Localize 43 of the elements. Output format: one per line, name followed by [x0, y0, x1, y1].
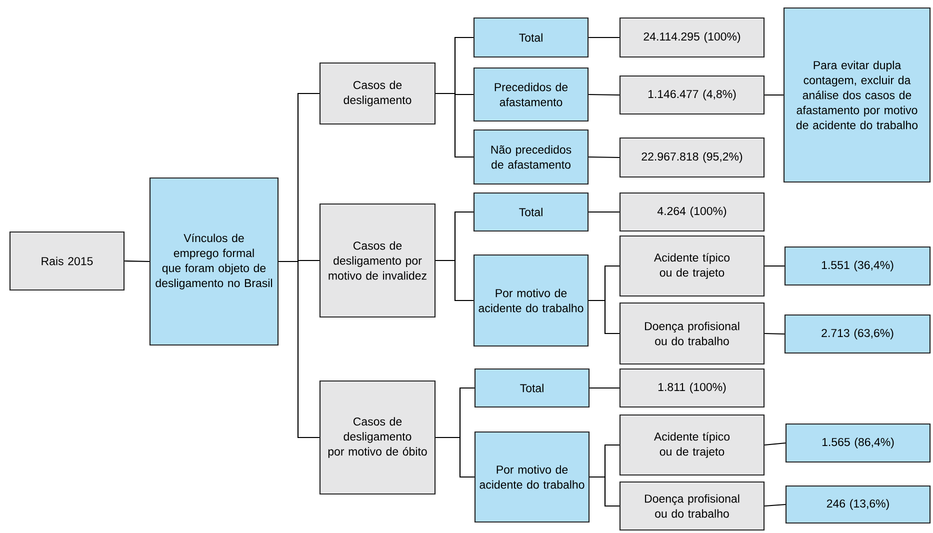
- value-box: 22.967.818 (95,2%): [619, 137, 765, 178]
- category-box: Total: [474, 368, 590, 408]
- value-box: 1.565 (86,4%): [785, 423, 931, 463]
- category-box: Por motivo de acidente do trabalho: [473, 254, 589, 347]
- note-box: Para evitar dupla contagem, excluir da análise dos casos de afastamento por motivo de acidente do trabalho: [783, 7, 931, 183]
- category-box: Total: [473, 192, 589, 232]
- connector-line: [588, 36, 620, 38]
- connector-line: [764, 332, 784, 335]
- connector-line: [436, 92, 474, 158]
- connector-line: [588, 94, 620, 96]
- value-box: 4.264 (100%): [619, 192, 765, 232]
- connector-line: [588, 211, 620, 213]
- value-box: 24.114.295 (100%): [619, 17, 765, 58]
- category-box: Doença profisional ou do trabalho: [619, 302, 765, 365]
- category-box: Vínculos de emprego formal que foram objeto de desligamento no Brasil: [149, 177, 279, 346]
- value-box: 1.146.477 (4,8%): [619, 75, 765, 115]
- connector-line: [764, 265, 784, 267]
- category-box: Rais 2015: [9, 231, 125, 291]
- value-box: 1.811 (100%): [619, 368, 765, 408]
- category-box: Acidente típico ou de trajeto: [619, 414, 765, 476]
- connector-line: [436, 260, 474, 302]
- category-box: Precedidos de afastamento: [473, 67, 589, 122]
- category-box: Acidente típico ou de trajeto: [619, 235, 765, 297]
- connector-line: [278, 260, 320, 438]
- connector-line: [124, 260, 150, 262]
- value-box: 246 (13,6%): [785, 485, 931, 524]
- category-box: Por motivo de acidente do trabalho: [474, 431, 590, 523]
- value-box: 1.551 (36,4%): [784, 246, 931, 286]
- value-box: 2.713 (63,6%): [784, 314, 931, 354]
- category-box: Casos de desligamento por motivo de invalidez: [319, 203, 436, 318]
- connector-line: [588, 156, 620, 158]
- connector-line: [588, 300, 620, 334]
- connector-line: [590, 387, 620, 389]
- category-box: Casos de desligamento por motivo de óbito: [319, 380, 436, 495]
- category-box: Casos de desligamento: [319, 62, 436, 125]
- category-box: Não precedidos de afastamento: [473, 129, 589, 185]
- connector-line: [590, 476, 620, 507]
- connector-line: [764, 94, 784, 96]
- category-box: Total: [473, 17, 589, 58]
- connector-line: [764, 504, 786, 507]
- category-box: Doença profisional ou do trabalho: [619, 481, 765, 531]
- connector-line: [436, 436, 474, 478]
- connector-line: [764, 442, 786, 446]
